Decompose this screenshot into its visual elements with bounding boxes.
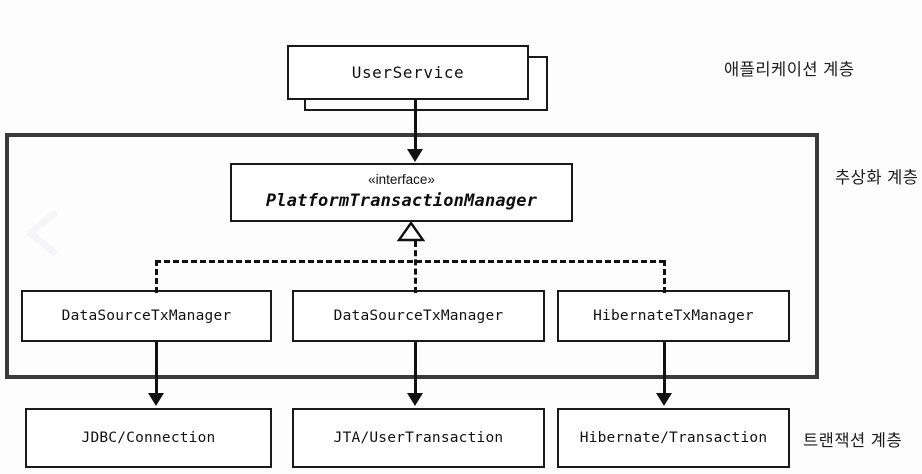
arrowhead-dstx2-to-jta: [407, 393, 423, 406]
arrowhead-dstx1-to-jdbc: [148, 393, 164, 406]
node-label: JDBC/Connection: [81, 430, 216, 446]
arrowhead-hibernatetx-to-hibernate: [656, 393, 672, 406]
interface-name: PlatformTransactionManager: [265, 191, 538, 212]
node-hibernate-transaction[interactable]: Hibernate/Transaction: [557, 408, 790, 468]
abstraction-layer-container: [5, 133, 819, 379]
node-label: HibernateTxManager: [593, 308, 754, 324]
node-label: JTA/UserTransaction: [333, 430, 504, 446]
node-userservice[interactable]: UserService: [287, 45, 529, 100]
node-datasourcetxmanager-1[interactable]: DataSourceTxManager: [21, 290, 272, 342]
node-hibernatetxmanager[interactable]: HibernateTxManager: [557, 290, 790, 342]
connector-userservice-to-interface: [414, 100, 417, 150]
realization-branch-left: [155, 260, 158, 293]
realization-stem: [414, 241, 417, 293]
node-label: Hibernate/Transaction: [579, 430, 768, 446]
connector-hibernatetx-to-hibernate: [663, 342, 666, 395]
realization-branch-right: [663, 260, 666, 293]
arrowhead-userservice-to-interface: [407, 149, 423, 162]
node-label: DataSourceTxManager: [333, 308, 504, 324]
node-datasourcetxmanager-2[interactable]: DataSourceTxManager: [292, 290, 545, 342]
node-label: UserService: [351, 63, 465, 82]
layer-label-abstraction: 추상화 계층: [835, 169, 919, 187]
node-platformtransactionmanager[interactable]: «interface» PlatformTransactionManager: [230, 163, 573, 222]
realization-triangle-icon: [390, 220, 432, 247]
interface-stereotype: «interface»: [368, 172, 435, 188]
node-label: DataSourceTxManager: [61, 308, 232, 324]
connector-dstx1-to-jdbc: [155, 342, 158, 395]
layer-label-transaction: 트랜잭션 계층: [803, 432, 903, 450]
realization-crossbar: [155, 260, 665, 263]
node-jdbc-connection[interactable]: JDBC/Connection: [25, 408, 272, 468]
connector-dstx2-to-jta: [414, 342, 417, 395]
layer-label-application: 애플리케이션 계층: [724, 61, 855, 79]
node-jta-usertransaction[interactable]: JTA/UserTransaction: [292, 408, 545, 468]
